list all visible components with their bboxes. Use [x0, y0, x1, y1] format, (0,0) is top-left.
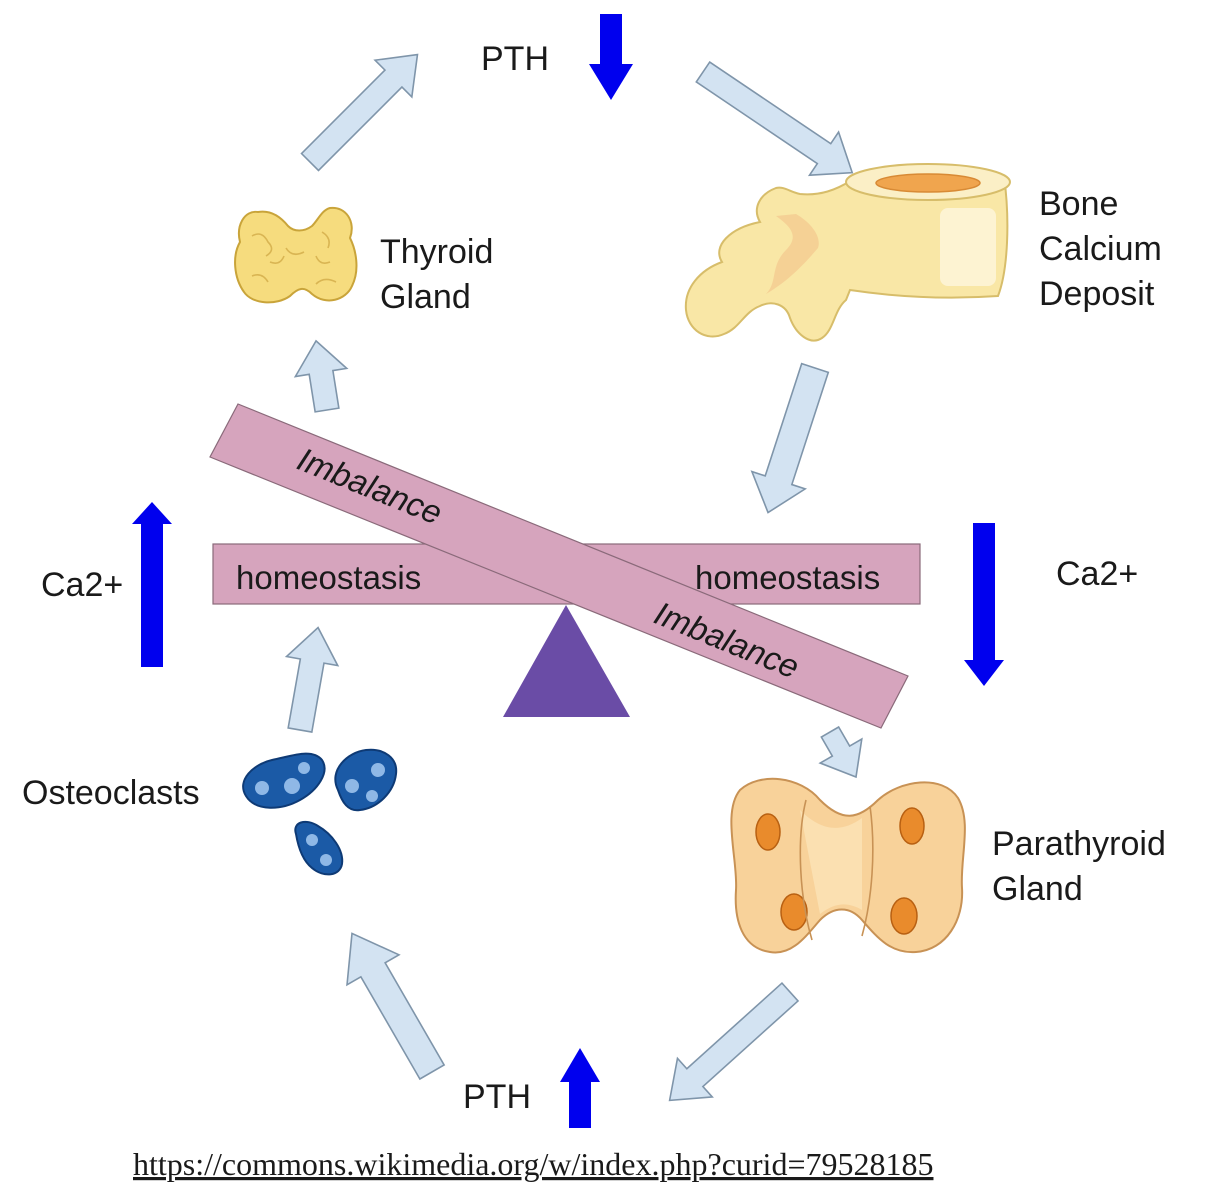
- parathyroid-label-line1: Parathyroid: [992, 825, 1166, 863]
- bone-label-line1: Bone: [1039, 185, 1118, 223]
- thyroid-label-line2: Gland: [380, 278, 471, 316]
- pth-bottom-up-arrow-icon: [560, 1048, 600, 1128]
- pth-bottom-label: PTH: [463, 1078, 531, 1116]
- flow-arrow-bone-to-seesaw: [750, 362, 830, 514]
- flow-arrow-pth-to-osteoclasts: [346, 932, 446, 1081]
- flow-arrow-osteoclasts-to-seesaw: [284, 626, 340, 734]
- osteoclasts-label: Osteoclasts: [22, 774, 200, 812]
- homeostasis-label-right: homeostasis: [695, 559, 880, 596]
- fulcrum: [503, 605, 630, 717]
- source-link[interactable]: https://commons.wikimedia.org/w/index.ph…: [133, 1146, 933, 1182]
- flow-arrow-parathyroid-to-pth: [668, 981, 800, 1102]
- imbalance-bar: [209, 403, 909, 729]
- parathyroid-label-line2: Gland: [992, 870, 1083, 908]
- flow-arrow-thyroid-to-pth: [300, 53, 419, 172]
- flow-arrow-pth-to-bone: [695, 60, 854, 177]
- homeostasis-label-left: homeostasis: [236, 559, 421, 596]
- bone-label-line3: Deposit: [1039, 275, 1155, 313]
- seesaw: homeostasis homeostasis Imbalance Imbala…: [209, 403, 921, 729]
- flow-arrow-seesaw-to-thyroid: [293, 339, 349, 413]
- osteoclast-cells-icon: [242, 748, 398, 876]
- pth-top-label: PTH: [481, 40, 549, 78]
- flow-arrow-seesaw-to-parathyroid: [818, 725, 863, 779]
- calcium-right-label: Ca2+: [1056, 555, 1138, 593]
- calcium-left-label: Ca2+: [41, 566, 123, 604]
- bone-icon: [684, 163, 1011, 342]
- thyroid-gland-icon: [234, 206, 358, 304]
- bone-label-line2: Calcium: [1039, 230, 1162, 268]
- pth-top-down-arrow-icon: [589, 14, 633, 100]
- calcium-right-down-arrow-icon: [964, 523, 1004, 686]
- parathyroid-gland-icon: [730, 777, 966, 954]
- calcium-left-up-arrow-icon: [132, 502, 172, 667]
- thyroid-label-line1: Thyroid: [380, 233, 493, 271]
